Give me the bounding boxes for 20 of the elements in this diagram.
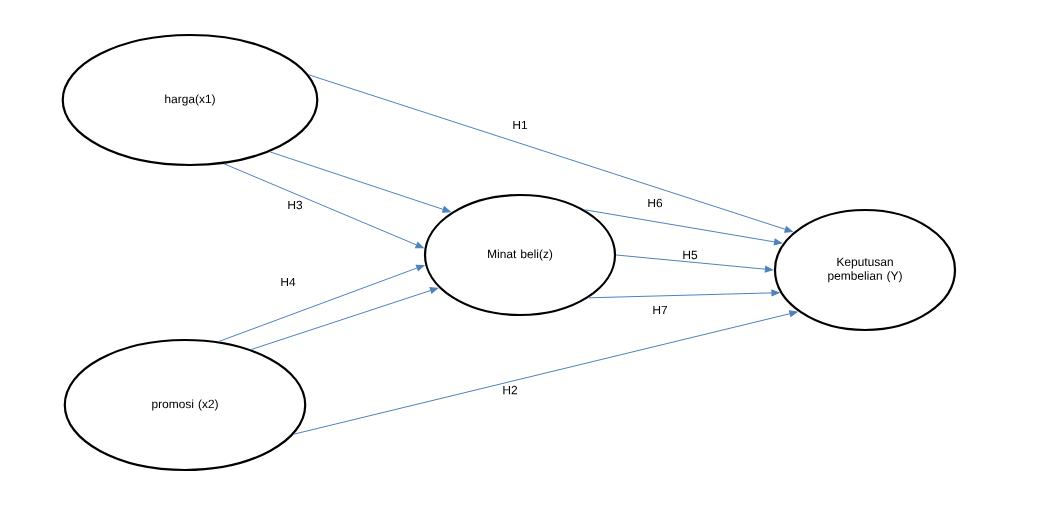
arrow <box>308 74 793 233</box>
edge-label: H5 <box>681 249 699 261</box>
ellipse-node: promosi (x2) <box>63 338 307 472</box>
arrow <box>588 289 780 299</box>
edge-label: H2 <box>501 384 519 396</box>
edge-label: H1 <box>511 119 529 131</box>
arrow <box>218 264 425 342</box>
arrow <box>223 163 424 249</box>
ellipse-node: harga(x1) <box>61 33 319 167</box>
ellipse-node: Minat beli(z) <box>423 193 617 317</box>
edge-label: H3 <box>286 199 304 211</box>
ellipse-node: Keputusan pembelian (Y) <box>773 208 957 332</box>
arrow <box>615 254 774 273</box>
arrow <box>269 151 451 213</box>
arrow <box>584 209 783 246</box>
edge-label: H6 <box>646 197 664 209</box>
arrow <box>250 287 439 351</box>
edge-label: H7 <box>651 304 669 316</box>
arrow <box>293 310 798 435</box>
edge-label: H4 <box>279 276 297 288</box>
